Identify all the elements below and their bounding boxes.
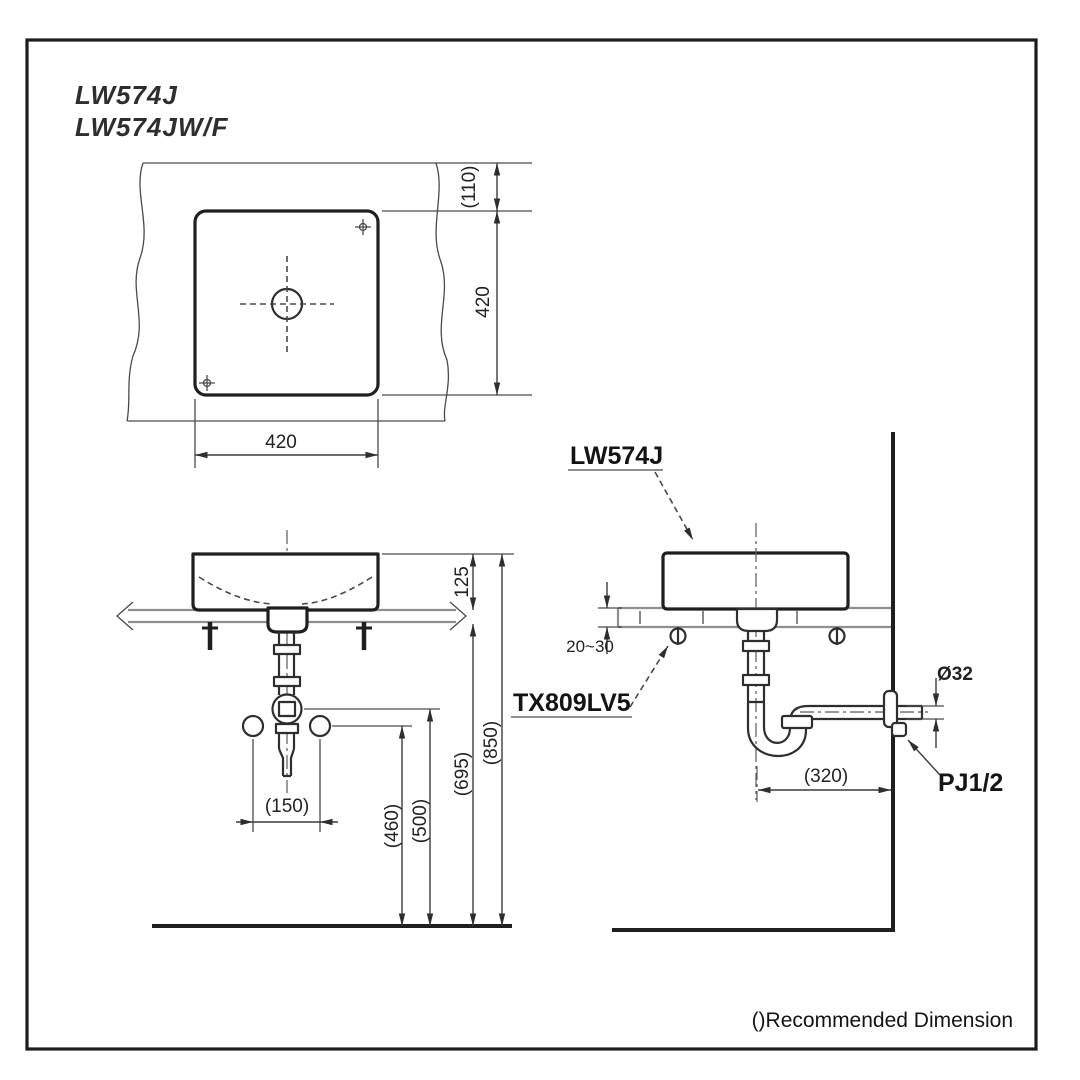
front-view: 125 (850) (695) (500) (460) (150) (116, 530, 514, 928)
drain-nut-1 (272, 643, 302, 656)
callout-drain-leader (629, 645, 669, 708)
corner-cross-bl (199, 375, 215, 391)
title-model-2: LW574JW/F (75, 112, 229, 142)
counter-break-left (126, 162, 145, 422)
drain-tee-circle (271, 693, 303, 725)
callout-drain-model: TX809LV5 (513, 689, 631, 717)
bowl-curve-right (301, 576, 373, 605)
dim-500-label: (500) (410, 799, 431, 843)
dim-110-label: (110) (459, 166, 480, 209)
tailpipe-1 (277, 632, 296, 645)
tailpipe-4 (277, 733, 296, 749)
mount-bolt-left-front (202, 622, 218, 650)
wall-escutcheon (882, 689, 899, 729)
dim-850-label: (850) (481, 721, 502, 765)
supply-hole-right (308, 714, 332, 738)
side-view: 20~30 (320) Ø32 LW574J TX809LV5 PJ1/2 (511, 432, 1003, 932)
drain-tee-square (277, 700, 297, 718)
mount-bolt-left-side (669, 627, 687, 645)
dim-460-label: (460) (382, 804, 403, 848)
dim-420v-label: 420 (473, 286, 494, 318)
drain-flange-front (266, 606, 309, 634)
dim-695-label: (695) (452, 752, 473, 796)
footnote: ()Recommended Dimension (752, 1009, 1013, 1032)
corner-cross-tr (355, 219, 371, 235)
basin-outline-front (191, 552, 380, 612)
trap-outer (746, 702, 808, 758)
callout-basin-model: LW574J (570, 442, 663, 470)
dim-150-label: (150) (265, 796, 309, 817)
side-nut-1 (741, 639, 771, 653)
counter-ticks (639, 611, 798, 624)
mount-bolt-right-side (828, 627, 846, 645)
dim-2030-label: 20~30 (566, 637, 614, 656)
drain-nut-2 (272, 675, 302, 688)
counter-break-right (435, 162, 450, 422)
drain-flange-side (735, 607, 779, 633)
dim-125-label: 125 (452, 566, 473, 598)
wall-fitting-nut (890, 721, 908, 738)
callout-wall-fitting-leader (907, 739, 941, 776)
title-model-1: LW574J (75, 80, 178, 110)
dim-320-label: (320) (804, 766, 848, 787)
tailpipe-3 (277, 686, 296, 695)
side-pipe-1 (746, 631, 766, 641)
callout-wall-fitting: PJ1/2 (938, 769, 1003, 797)
page-border (25, 38, 1038, 1051)
top-view: (110) 420 420 (126, 162, 532, 468)
ext-supply-spacing (252, 739, 321, 832)
tailpipe-tip (277, 748, 296, 778)
front-counter-break-right (449, 601, 467, 631)
callout-basin-leader (654, 471, 694, 541)
front-counter-break-left (116, 601, 134, 631)
tailpipe-2 (277, 654, 296, 677)
basin-outline-top (193, 209, 380, 397)
supply-hole-left (241, 714, 265, 738)
mount-bolt-right-front (356, 622, 372, 650)
trap-nut (780, 714, 814, 730)
dim-420h-label: 420 (265, 432, 297, 453)
dim-o32-label: Ø32 (937, 664, 973, 685)
bowl-curve-left (198, 576, 273, 605)
side-pipe-2 (746, 651, 766, 675)
side-nut-2 (741, 673, 771, 687)
drain-nut-3 (274, 722, 300, 735)
